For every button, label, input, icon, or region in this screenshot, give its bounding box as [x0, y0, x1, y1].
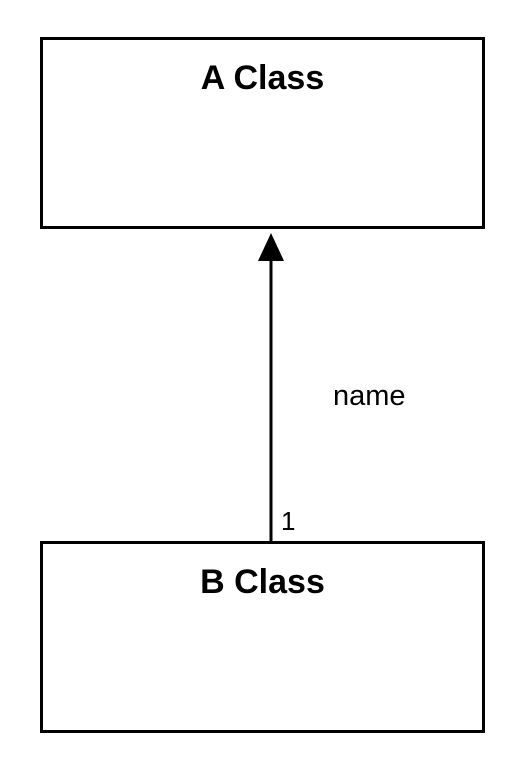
class-title-b: B Class	[200, 563, 325, 601]
class-box-b[interactable]: B Class	[40, 541, 485, 733]
association-arrowhead	[258, 233, 284, 261]
association-role-label: name	[333, 380, 406, 412]
class-title-a: A Class	[200, 59, 325, 97]
class-box-a[interactable]: A Class	[40, 37, 485, 229]
association-multiplicity-label: 1	[281, 506, 296, 536]
